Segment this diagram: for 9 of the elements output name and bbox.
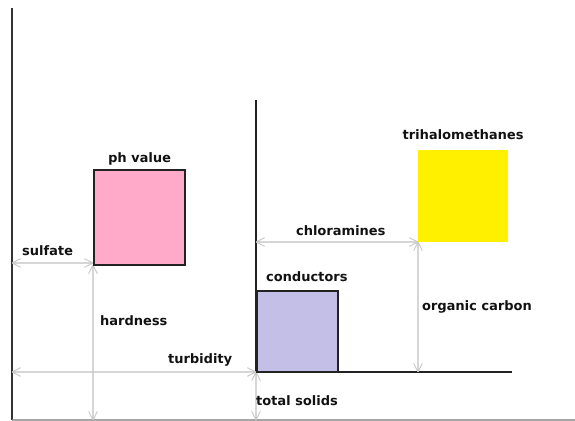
dimension-label: total solids (256, 394, 338, 409)
box-heading: ph value (108, 151, 171, 166)
dimension-label: chloramines (296, 224, 386, 239)
dimension-label: sulfate (22, 244, 73, 259)
box-heading: trihalomethanes (402, 128, 524, 143)
box-heading: conductors (266, 270, 348, 285)
dimension-label: organic carbon (422, 299, 532, 314)
dimension-label: turbidity (168, 352, 232, 367)
dimension-label: hardness (100, 314, 168, 329)
